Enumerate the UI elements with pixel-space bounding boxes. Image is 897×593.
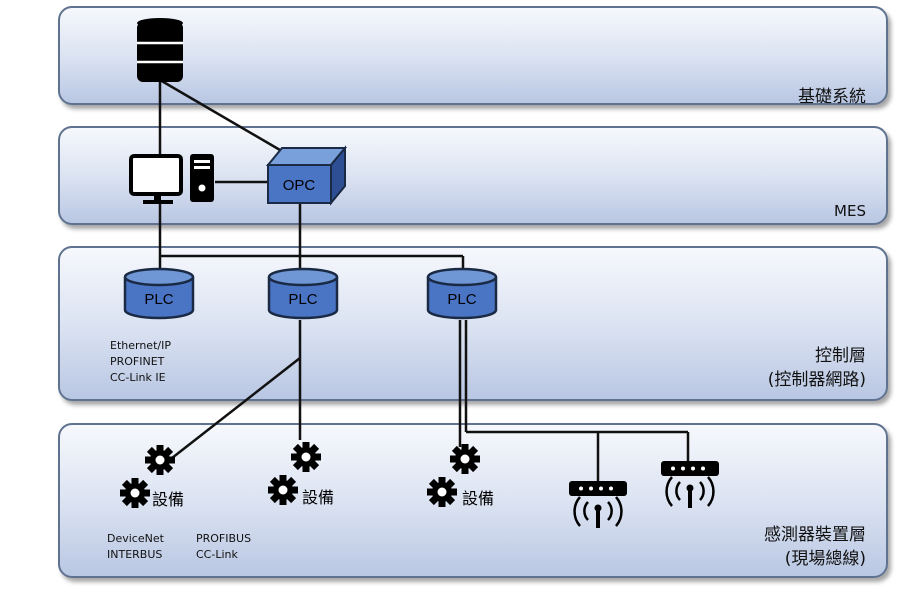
layer-label-field-line1: 感測器裝置層 — [764, 525, 866, 545]
protocol-ethernet-ip: Ethernet/IP — [110, 339, 171, 352]
gear-icon — [268, 475, 298, 505]
protocol-list-control: Ethernet/IP PROFINET CC-Link IE — [110, 338, 171, 386]
database-icon — [137, 18, 183, 82]
gear-icon — [427, 477, 457, 507]
plc-2: PLC — [267, 267, 339, 320]
layer-base: 基礎系統 — [58, 6, 888, 107]
plc-label-3: PLC — [447, 291, 476, 308]
protocol-profibus: PROFIBUS — [196, 532, 252, 545]
pc-tower-icon — [190, 154, 214, 202]
monitor-icon — [129, 154, 183, 204]
gear-icon — [291, 442, 321, 472]
layer-label-control-line2: (控制器網路) — [767, 370, 866, 390]
gear-icon — [120, 478, 150, 508]
plc-label-2: PLC — [288, 291, 317, 308]
protocol-list-field-left: DeviceNet INTERBUS — [107, 531, 164, 563]
protocol-devicenet: DeviceNet — [107, 532, 164, 545]
protocol-interbus: INTERBUS — [107, 548, 163, 561]
device-3: 設備 — [427, 444, 494, 508]
layer-label-control: 控制層 (控制器網路) — [768, 344, 866, 392]
wireless-router-icon — [661, 461, 719, 508]
opc-label: OPC — [283, 177, 316, 194]
protocol-profinet: PROFINET — [110, 355, 165, 368]
layer-label-field-line2: (現場總線) — [784, 549, 866, 569]
plc-1: PLC — [123, 267, 195, 320]
layer-label-control-line1: 控制層 — [815, 346, 866, 366]
device-1: 設備 — [120, 445, 184, 509]
plc-3: PLC — [426, 267, 498, 320]
layer-label-field: 感測器裝置層 (現場總線) — [764, 523, 866, 571]
device-label-3: 設備 — [462, 489, 494, 508]
protocol-list-field-right: PROFIBUS CC-Link — [196, 531, 251, 563]
connection-lines — [158, 75, 690, 481]
protocol-cc-link-ie: CC-Link IE — [110, 371, 166, 384]
protocol-cc-link: CC-Link — [196, 548, 238, 561]
layer-label-base: 基礎系統 — [798, 87, 866, 107]
plc-label-1: PLC — [144, 291, 173, 308]
wireless-router-icon — [569, 481, 627, 528]
gear-icon — [145, 445, 175, 475]
device-2: 設備 — [268, 442, 334, 507]
gear-icon — [450, 444, 480, 474]
opc-server-icon: OPC — [265, 145, 348, 206]
device-label-1: 設備 — [152, 490, 184, 509]
device-label-2: 設備 — [302, 488, 334, 507]
layer-label-mes: MES — [834, 202, 866, 220]
